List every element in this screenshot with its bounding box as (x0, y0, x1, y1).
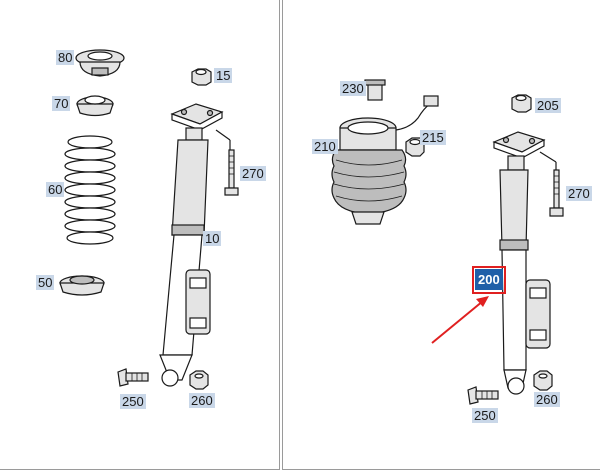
part-label-230[interactable]: 230 (340, 81, 366, 96)
shock-absorber-part-200 (492, 131, 557, 395)
nut-part-205 (511, 94, 532, 113)
shock-absorber-part-10 (159, 103, 231, 387)
bolt-part-250-right (467, 386, 499, 405)
coil-spring-part-60 (64, 135, 116, 245)
nut-part-260-left (189, 370, 209, 390)
bolt-part-250-left (117, 368, 149, 387)
part-label-200[interactable]: 200 (475, 269, 503, 290)
part-label-270-left[interactable]: 270 (240, 166, 266, 181)
part-label-215[interactable]: 215 (420, 130, 446, 145)
part-label-210[interactable]: 210 (312, 139, 338, 154)
part-label-50[interactable]: 50 (36, 275, 55, 290)
part-label-80[interactable]: 80 (56, 50, 75, 65)
lower-seat-part-50 (59, 275, 105, 296)
bolt-part-270-left (224, 149, 239, 196)
part-label-250-left[interactable]: 250 (120, 394, 146, 409)
part-label-60[interactable]: 60 (46, 182, 65, 197)
left-panel-frame (0, 0, 280, 470)
spring-seat-part-70 (76, 95, 114, 117)
part-label-10[interactable]: 10 (203, 231, 222, 246)
air-spring-part-210 (331, 95, 439, 225)
part-label-70[interactable]: 70 (52, 96, 71, 111)
highlight-arrow (431, 296, 489, 344)
part-label-250-right[interactable]: 250 (472, 408, 498, 423)
nut-part-260-right (533, 370, 553, 391)
bolt-part-270-right (549, 169, 564, 217)
nut-part-15 (191, 68, 212, 86)
part-label-260-left[interactable]: 260 (189, 393, 215, 408)
right-panel-frame (282, 0, 600, 470)
part-label-205[interactable]: 205 (535, 98, 561, 113)
part-label-260-right[interactable]: 260 (534, 392, 560, 407)
valve-part-230 (364, 79, 386, 101)
top-mount-part-80 (75, 49, 125, 77)
clip-part-215 (405, 137, 425, 157)
highlight-box-200 (472, 266, 506, 294)
part-label-270-right[interactable]: 270 (566, 186, 592, 201)
part-label-15[interactable]: 15 (214, 68, 233, 83)
